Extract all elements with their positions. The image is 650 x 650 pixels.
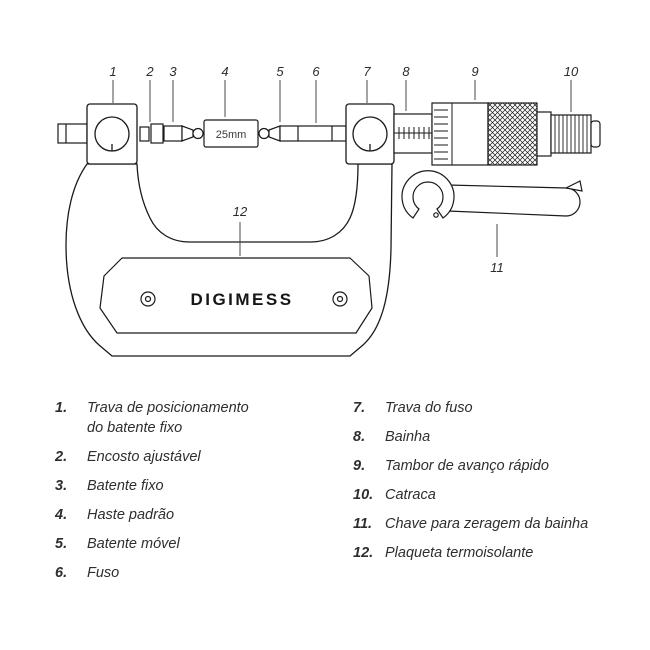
thimble — [431, 102, 552, 166]
legend-item-5: 5. Batente móvel — [55, 534, 353, 554]
legend-item-label: Fuso — [87, 565, 120, 581]
callout-4: 4 — [221, 64, 228, 79]
legend-item-label: Tambor de avanço rápido — [385, 458, 549, 474]
legend-item-number: 2. — [55, 449, 68, 465]
legend-item-label: Batente fixo — [87, 478, 164, 494]
legend-item-label: Trava de posicionamento do batente fixo — [87, 400, 249, 436]
legend-item-number: 7. — [353, 400, 366, 416]
fixed-anvil — [163, 125, 204, 142]
spanner-wrench — [401, 170, 583, 219]
legend-item-10: 10. Catraca — [353, 485, 633, 505]
micrometer-diagram: DIGIMESS — [57, 64, 601, 357]
legend-item-label: Chave para zeragem da bainha — [385, 516, 589, 532]
thimble-knurl — [487, 102, 538, 166]
legend-item-number: 8. — [353, 429, 366, 445]
legend-item-number: 12. — [353, 545, 374, 561]
legend-item-8: 8. Bainha — [353, 427, 633, 447]
legend-item-number: 10. — [353, 487, 374, 503]
legend-item-number: 3. — [55, 478, 68, 494]
legend-item-number: 4. — [55, 507, 68, 523]
legend-item-label: Encosto ajustável — [87, 449, 201, 465]
legend-right-column: 7. Trava do fuso 8. Bainha 9. Tambor de … — [353, 398, 633, 592]
callout-3: 3 — [169, 64, 177, 79]
legend-item-label: Bainha — [385, 429, 431, 445]
sleeve — [393, 113, 433, 154]
legend-item-number: 6. — [55, 565, 68, 581]
legend-item-number: 5. — [55, 536, 68, 552]
legend-item-7: 7. Trava do fuso — [353, 398, 633, 418]
legend-item-number: 11. — [353, 516, 373, 532]
legend-item-number: 9. — [353, 458, 366, 474]
callout-9: 9 — [471, 64, 478, 79]
legend-item-11: 11. Chave para zeragem da bainha — [353, 514, 633, 534]
standard-rod — [203, 119, 259, 148]
callout-7: 7 — [363, 64, 371, 79]
leader-lines — [112, 80, 572, 257]
callout-8: 8 — [402, 64, 410, 79]
brand-logo: DIGIMESS — [190, 290, 293, 309]
callout-1: 1 — [109, 64, 116, 79]
legend: 1. Trava de posicionamento do batente fi… — [0, 398, 650, 592]
callout-5: 5 — [276, 64, 284, 79]
legend-item-label: Trava do fuso — [385, 400, 473, 416]
anvil-lock-block — [86, 103, 138, 165]
callout-numbers: 1 2 3 4 5 6 7 8 9 10 11 12 — [109, 64, 579, 275]
callout-10: 10 — [564, 64, 579, 79]
adjustable-seat — [139, 123, 164, 144]
spindle — [279, 125, 347, 142]
legend-item-1: 1. Trava de posicionamento do batente fi… — [55, 398, 353, 438]
legend-item-2: 2. Encosto ajustável — [55, 447, 353, 467]
rod-label: 25mm — [216, 129, 247, 141]
micrometer-figure: DIGIMESS — [57, 64, 601, 357]
legend-item-label: Batente móvel — [87, 536, 180, 552]
legend-item-6: 6. Fuso — [55, 563, 353, 583]
anvil-end — [57, 123, 88, 144]
spindle-lock-block — [345, 103, 395, 165]
callout-12: 12 — [233, 204, 248, 219]
legend-item-9: 9. Tambor de avanço rápido — [353, 456, 633, 476]
legend-item-3: 3. Batente fixo — [55, 476, 353, 496]
ratchet — [550, 114, 601, 154]
legend-left-column: 1. Trava de posicionamento do batente fi… — [55, 398, 353, 592]
legend-item-label: Catraca — [385, 487, 436, 503]
legend-item-label: Haste padrão — [87, 507, 175, 523]
legend-item-4: 4. Haste padrão — [55, 505, 353, 525]
callout-2: 2 — [145, 64, 154, 79]
callout-11: 11 — [490, 260, 504, 275]
movable-anvil — [258, 125, 281, 142]
legend-item-label: Plaqueta termoisolante — [385, 545, 534, 561]
callout-6: 6 — [312, 64, 320, 79]
legend-item-number: 1. — [55, 400, 68, 416]
legend-item-12: 12. Plaqueta termoisolante — [353, 543, 633, 563]
insulating-plate — [99, 257, 373, 334]
